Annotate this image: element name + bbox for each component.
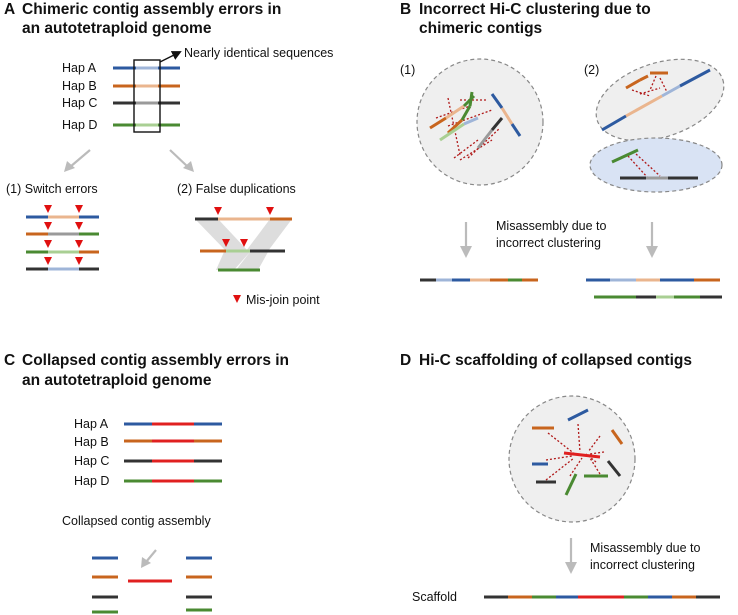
panel-b-right-arrow bbox=[646, 222, 658, 258]
panel-a-dup-misjoin-points bbox=[214, 207, 274, 247]
panel-a: A Chimeric contig assembly errors in an … bbox=[4, 1, 333, 307]
panel-d-cluster-contigs bbox=[532, 408, 624, 496]
panel-a-callout-label: Nearly identical sequences bbox=[184, 46, 333, 60]
panel-c-right-contigs bbox=[186, 556, 212, 612]
panel-a-hap-b-label: Hap B bbox=[62, 79, 97, 93]
panel-b-left-arrow bbox=[460, 222, 472, 258]
panel-d-cluster-links bbox=[545, 423, 605, 481]
panel-a-switch-errors-label: (1) Switch errors bbox=[6, 182, 98, 196]
panel-a-identical-region-box bbox=[133, 59, 161, 133]
panel-b-title-line1: Incorrect Hi-C clustering due to bbox=[419, 1, 651, 18]
panel-c-hap-c-label: Hap C bbox=[74, 454, 109, 468]
panel-c-letter: C bbox=[4, 352, 15, 369]
panel-a-left-arrow bbox=[64, 149, 91, 172]
panel-b-cluster1-contigs bbox=[429, 91, 522, 149]
panel-b-letter: B bbox=[400, 1, 411, 18]
panel-c-title-line1: Collapsed contig assembly errors in bbox=[22, 352, 289, 369]
panel-c-hap-d-label: Hap D bbox=[74, 474, 109, 488]
panel-c-title-line2: an autotetraploid genome bbox=[22, 372, 212, 389]
panel-a-hap-d-label: Hap D bbox=[62, 118, 97, 132]
panel-d-title: Hi-C scaffolding of collapsed contigs bbox=[419, 352, 692, 369]
panel-d: D Hi-C scaffolding of collapsed contigs bbox=[400, 352, 720, 604]
panel-d-arrow bbox=[565, 538, 577, 574]
panel-b-cluster2-top-contigs bbox=[601, 68, 711, 132]
panel-b-cluster2-top-links bbox=[631, 75, 669, 97]
panel-c-collapsed-label: Collapsed contig assembly bbox=[62, 514, 211, 528]
panel-b-misassembly-line2: incorrect clustering bbox=[496, 236, 601, 250]
panel-c-collapsed-arrow bbox=[141, 549, 157, 568]
panel-d-letter: D bbox=[400, 352, 411, 369]
panel-a-switch-error-contigs bbox=[26, 215, 99, 271]
panel-a-title-line1: Chimeric contig assembly errors in bbox=[22, 1, 281, 18]
panel-a-misjoin-legend-label: Mis-join point bbox=[246, 293, 320, 307]
panel-b-cluster2-bottom-contigs bbox=[611, 148, 698, 180]
panel-d-misassembly-line1: Misassembly due to bbox=[590, 541, 701, 555]
panel-b: B Incorrect Hi-C clustering due to chime… bbox=[400, 1, 725, 299]
panel-c-left-contigs bbox=[92, 556, 118, 614]
panel-c: C Collapsed contig assembly errors in an… bbox=[4, 352, 289, 614]
panel-a-switch-misjoin-points bbox=[44, 205, 83, 265]
panel-b-cluster2-bottom bbox=[589, 137, 723, 193]
panel-c-hap-b-label: Hap B bbox=[74, 435, 109, 449]
panel-a-false-dup-diagram bbox=[195, 217, 292, 272]
panel-a-misjoin-legend-icon bbox=[233, 295, 241, 303]
panel-d-collapsed-contig bbox=[563, 451, 601, 459]
panel-a-hap-c-label: Hap C bbox=[62, 96, 97, 110]
panel-b-case1-label: (1) bbox=[400, 63, 415, 77]
panel-b-case2-label: (2) bbox=[584, 63, 599, 77]
panel-a-callout-arrow bbox=[159, 51, 182, 63]
panel-a-title-line2: an autotetraploid genome bbox=[22, 20, 212, 37]
panel-a-right-arrow bbox=[169, 149, 194, 172]
panel-c-hap-a-label: Hap A bbox=[74, 417, 109, 431]
panel-b-cluster1 bbox=[416, 58, 544, 186]
panel-b-cluster2-bottom-links bbox=[627, 153, 661, 179]
panel-d-scaffold-label: Scaffold bbox=[412, 590, 457, 604]
panel-a-hap-a-label: Hap A bbox=[62, 61, 97, 75]
panel-a-false-dup-label: (2) False duplications bbox=[177, 182, 296, 196]
panel-a-letter: A bbox=[4, 1, 15, 18]
panel-d-misassembly-line2: incorrect clustering bbox=[590, 558, 695, 572]
panel-b-misassembly-line1: Misassembly due to bbox=[496, 219, 607, 233]
panel-b-title-line2: chimeric contigs bbox=[419, 20, 542, 37]
